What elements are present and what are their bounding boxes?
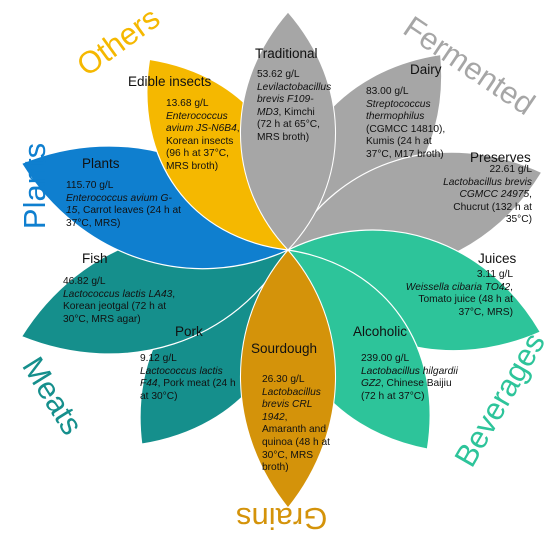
detail-dairy: (CGMCC 14810), Kumis (24 h at 37°C, M17 … — [366, 123, 446, 160]
petal-text-traditional: 53.62 g/L Levilactobacillus brevis F109-… — [257, 69, 331, 145]
petal-title-fish: Fish — [82, 251, 108, 266]
petal-text-juices: 3.11 g/L Weissella cibaria TO42, Tomato … — [398, 269, 513, 319]
petal-text-fish: 46.82 g/L Lactococcus lactis LA43, Korea… — [63, 276, 183, 326]
species-pork: Lactococcus lactis F44 — [140, 365, 223, 390]
category-grains: Grains — [236, 501, 328, 536]
value-insects: 13.68 g/L — [166, 98, 209, 109]
category-plants: Plants — [17, 142, 53, 230]
species-fish: Lactococcus lactis LA43 — [63, 288, 173, 300]
species-dairy: Streptococcus thermophilus — [366, 98, 431, 123]
detail-fish: , Korean jeotgal (72 h at 30°C, MRS agar… — [63, 288, 176, 325]
value-plants: 115.70 g/L — [66, 180, 114, 191]
petal-text-preserves: 22.61 g/L Lactobacillus brevis CGMCC 249… — [428, 164, 532, 227]
detail-pork: , Pork meat (24 h at 30°C) — [140, 378, 236, 402]
value-pork: 9.12 g/L — [140, 353, 177, 364]
petal-text-sourdough: 26.30 g/L Lactobacillus brevis CRL 1942,… — [262, 374, 332, 475]
species-juices: Weissella cibaria TO42 — [405, 281, 511, 293]
value-dairy: 83.00 g/L — [366, 86, 409, 97]
petal-title-sourdough: Sourdough — [251, 341, 318, 356]
detail-insects: , Korean insects (96 h at 37°C, MRS brot… — [166, 123, 240, 172]
petal-title-juices: Juices — [478, 251, 517, 266]
petal-title-pork: Pork — [175, 324, 203, 339]
petal-title-traditional: Traditional — [255, 46, 318, 61]
petal-title-alcoholic: Alcoholic — [353, 324, 408, 339]
petal-title-dairy: Dairy — [410, 62, 442, 77]
species-alcoholic: Lactobacillus hilgardii GZ2 — [361, 365, 458, 390]
detail-alcoholic: , Chinese Baijiu (72 h at 37°C) — [361, 378, 452, 402]
species-preserves: Lactobacillus brevis CGMCC 24975 — [443, 176, 532, 201]
petal-title-insects: Edible insects — [128, 74, 212, 89]
value-juices: 3.11 g/L — [476, 269, 513, 280]
species-sourdough: Lactobacillus brevis CRL 1942 — [262, 386, 321, 423]
value-traditional: 53.62 g/L — [257, 69, 300, 80]
value-sourdough: 26.30 g/L — [262, 374, 305, 385]
detail-sourdough: , Amaranth and quinoa (48 h at 30°C, MRS… — [262, 411, 330, 474]
petal-text-alcoholic: 239.00 g/L Lactobacillus hilgardii GZ2, … — [361, 353, 459, 403]
petal-text-insects: 13.68 g/L Enterococcus avium JS-N6B4, Ko… — [166, 98, 250, 174]
detail-preserves: , Chucrut (132 h at 35°C) — [453, 189, 532, 226]
value-alcoholic: 239.00 g/L — [361, 353, 410, 364]
detail-plants: , Carrot leaves (24 h at 37°C, MRS) — [66, 205, 181, 229]
species-insects: Enterococcus avium JS-N6B4 — [166, 110, 237, 135]
petal-title-plants: Plants — [82, 156, 120, 171]
petal-text-pork: 9.12 g/L Lactococcus lactis F44, Pork me… — [140, 353, 238, 403]
petal-title-preserves: Preserves — [470, 150, 531, 165]
detail-juices: , Tomato juice (48 h at 37°C, MRS) — [418, 281, 513, 318]
value-preserves: 22.61 g/L — [489, 164, 533, 175]
species-plants: Enterococcus avium G-15 — [66, 192, 172, 217]
species-traditional: Levilactobacillus brevis F109-MD3 — [257, 81, 332, 118]
value-fish: 46.82 g/L — [63, 276, 106, 287]
petal-text-plants: 115.70 g/L Enterococcus avium G-15, Carr… — [66, 180, 186, 230]
detail-traditional: , Kimchi (72 h at 65°C, MRS broth) — [257, 106, 320, 143]
petal-text-dairy: 83.00 g/L Streptococcus thermophilus (CG… — [366, 86, 452, 162]
